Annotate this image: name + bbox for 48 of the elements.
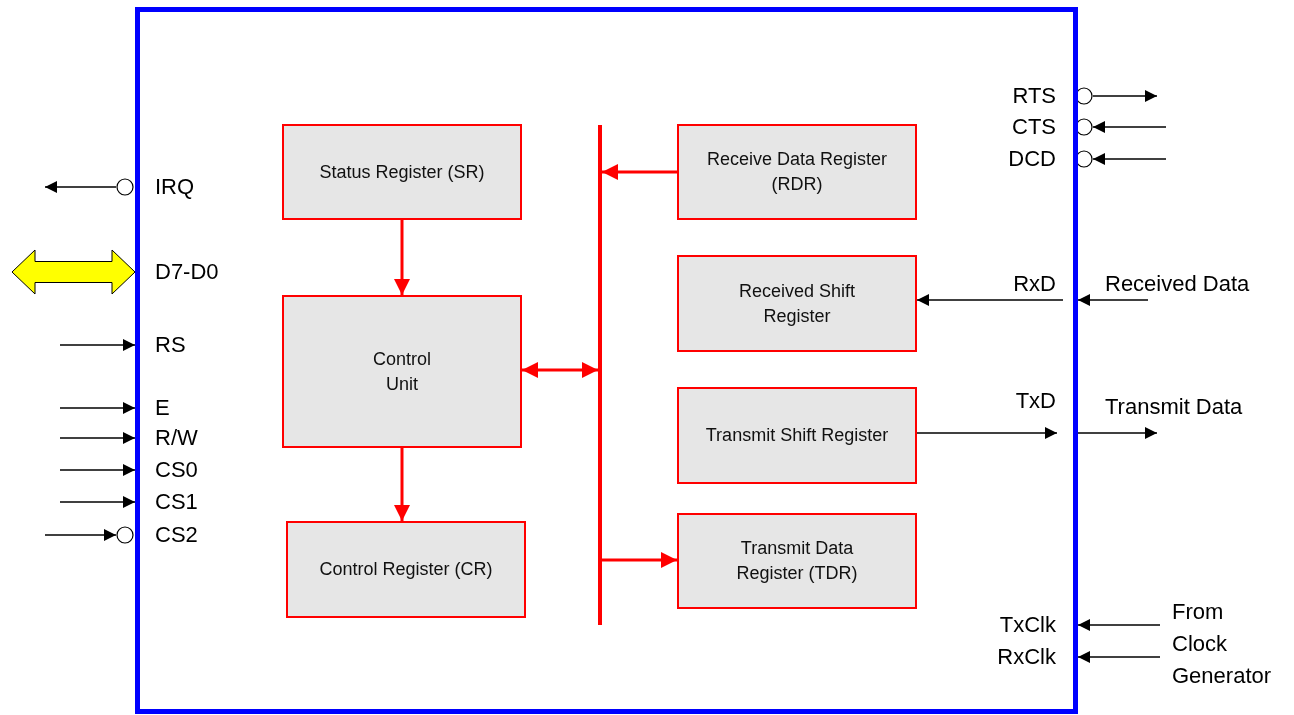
pin-label: R/W — [135, 424, 235, 452]
double-arrow — [522, 362, 598, 378]
pin-label: CTS — [960, 113, 1093, 141]
pin-label: CS0 — [135, 456, 235, 484]
arrow — [44, 181, 117, 193]
arrow — [602, 164, 677, 180]
register-box: Received Shift Register — [677, 255, 917, 352]
pin-label: RS — [135, 331, 235, 359]
arrow — [59, 339, 136, 351]
arrow — [59, 402, 136, 414]
pin-label: DCD — [960, 145, 1093, 173]
arrow — [916, 427, 1058, 439]
pin-label: IRQ — [116, 173, 246, 201]
arrow — [916, 294, 1064, 306]
arrow — [394, 448, 410, 521]
arrow — [1077, 427, 1158, 439]
signal-note: Received Data — [1100, 268, 1290, 300]
arrow — [394, 220, 410, 295]
pin-label: TxD — [990, 388, 1078, 433]
arrow — [1077, 619, 1161, 631]
register-box: Receive Data Register (RDR) — [677, 124, 917, 220]
arrow — [44, 529, 117, 541]
chip-outline — [135, 7, 1078, 714]
pin-label: CS2 — [116, 521, 246, 549]
pin-label: RxD — [990, 268, 1078, 300]
register-box: Transmit Shift Register — [677, 387, 917, 484]
arrow — [1092, 90, 1158, 102]
arrow — [1077, 651, 1161, 663]
arrow — [1077, 294, 1149, 306]
register-box: Control Unit — [282, 295, 522, 448]
pin-label: RxClk — [960, 643, 1078, 671]
arrow — [602, 552, 677, 568]
pin-label: CS1 — [135, 488, 235, 516]
register-box: Control Register (CR) — [286, 521, 526, 618]
arrow — [59, 496, 136, 508]
arrow — [59, 464, 136, 476]
signal-note: From Clock Generator — [1160, 596, 1290, 692]
register-box: Status Register (SR) — [282, 124, 522, 220]
pin-label: RTS — [960, 82, 1093, 110]
bus-double-arrow — [11, 249, 136, 295]
arrow — [59, 432, 136, 444]
pin-label: D7-D0 — [135, 258, 265, 286]
register-box: Transmit Data Register (TDR) — [677, 513, 917, 609]
arrow — [1092, 121, 1167, 133]
pin-label: TxClk — [960, 611, 1078, 639]
signal-note: Transmit Data — [1100, 391, 1280, 433]
pin-label: E — [135, 394, 235, 422]
arrow — [1092, 153, 1167, 165]
